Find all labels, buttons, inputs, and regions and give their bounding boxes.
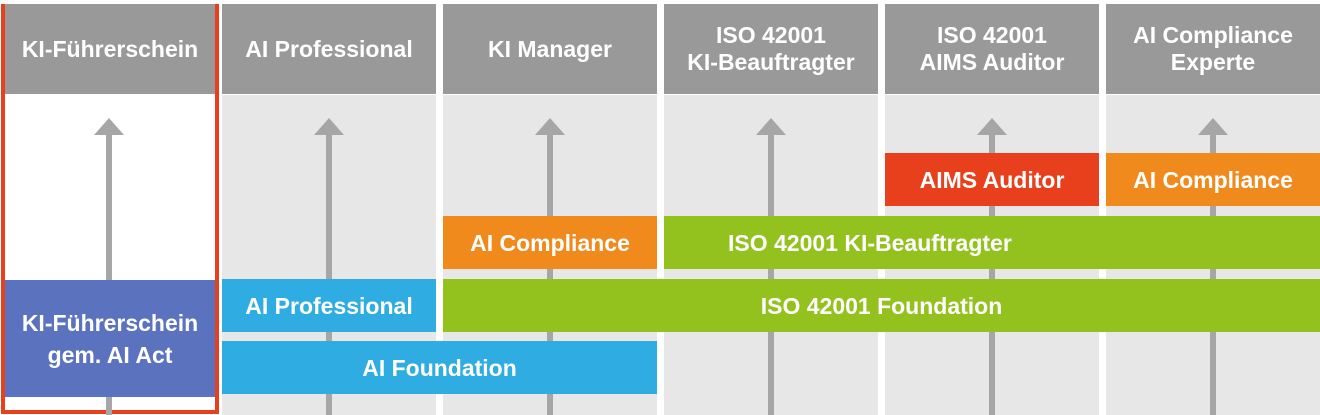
module-ai-professional: AI Professional (222, 279, 436, 332)
column-title: KI Manager (488, 35, 612, 62)
up-arrow-icon (1198, 118, 1228, 415)
column-title: ISO 42001 KI-Beauftragter (687, 22, 855, 75)
column-title: ISO 42001 AIMS Auditor (919, 22, 1065, 75)
module-iso-ki-beauftragter: ISO 42001 KI-Beauftragter (664, 216, 1320, 269)
column-title: KI-Führerschein (21, 35, 199, 62)
up-arrow-icon (314, 118, 344, 415)
module-label: AI Professional (245, 292, 413, 319)
module-aims-auditor: AIMS Auditor (885, 153, 1099, 206)
up-arrow-icon (535, 118, 565, 415)
up-arrow-icon (977, 118, 1007, 415)
module-label: KI-Führerschein gem. AI Act (21, 309, 199, 368)
module-label: ISO 42001 KI-Beauftragter (728, 229, 1012, 256)
module-ai-foundation: AI Foundation (222, 341, 657, 394)
module-label: AI Compliance (1133, 166, 1293, 193)
column-title: AI Professional (245, 35, 413, 62)
module-label: AI Foundation (362, 354, 517, 381)
column-header-ki-fuehrerschein: KI-Führerschein (5, 4, 215, 94)
module-label: ISO 42001 Foundation (760, 292, 1003, 319)
column-header-iso-ki-beauftragter: ISO 42001 KI-Beauftragter (664, 4, 878, 94)
column-header-ai-professional: AI Professional (222, 4, 436, 94)
module-iso-foundation: ISO 42001 Foundation (443, 279, 1320, 332)
module-label: AIMS Auditor (919, 166, 1065, 193)
column-header-ai-compliance-experte: AI Compliance Experte (1106, 4, 1320, 94)
module-label: AI Compliance (470, 229, 630, 256)
module-ai-compliance-experte: AI Compliance (1106, 153, 1320, 206)
up-arrow-icon (94, 118, 124, 415)
column-title: AI Compliance Experte (1133, 22, 1293, 75)
column-header-iso-aims-auditor: ISO 42001 AIMS Auditor (885, 4, 1099, 94)
module-ai-compliance-manager: AI Compliance (443, 216, 657, 269)
up-arrow-icon (756, 118, 786, 415)
module-ki-fuehrerschein: KI-Führerschein gem. AI Act (5, 280, 215, 397)
column-header-ki-manager: KI Manager (443, 4, 657, 94)
